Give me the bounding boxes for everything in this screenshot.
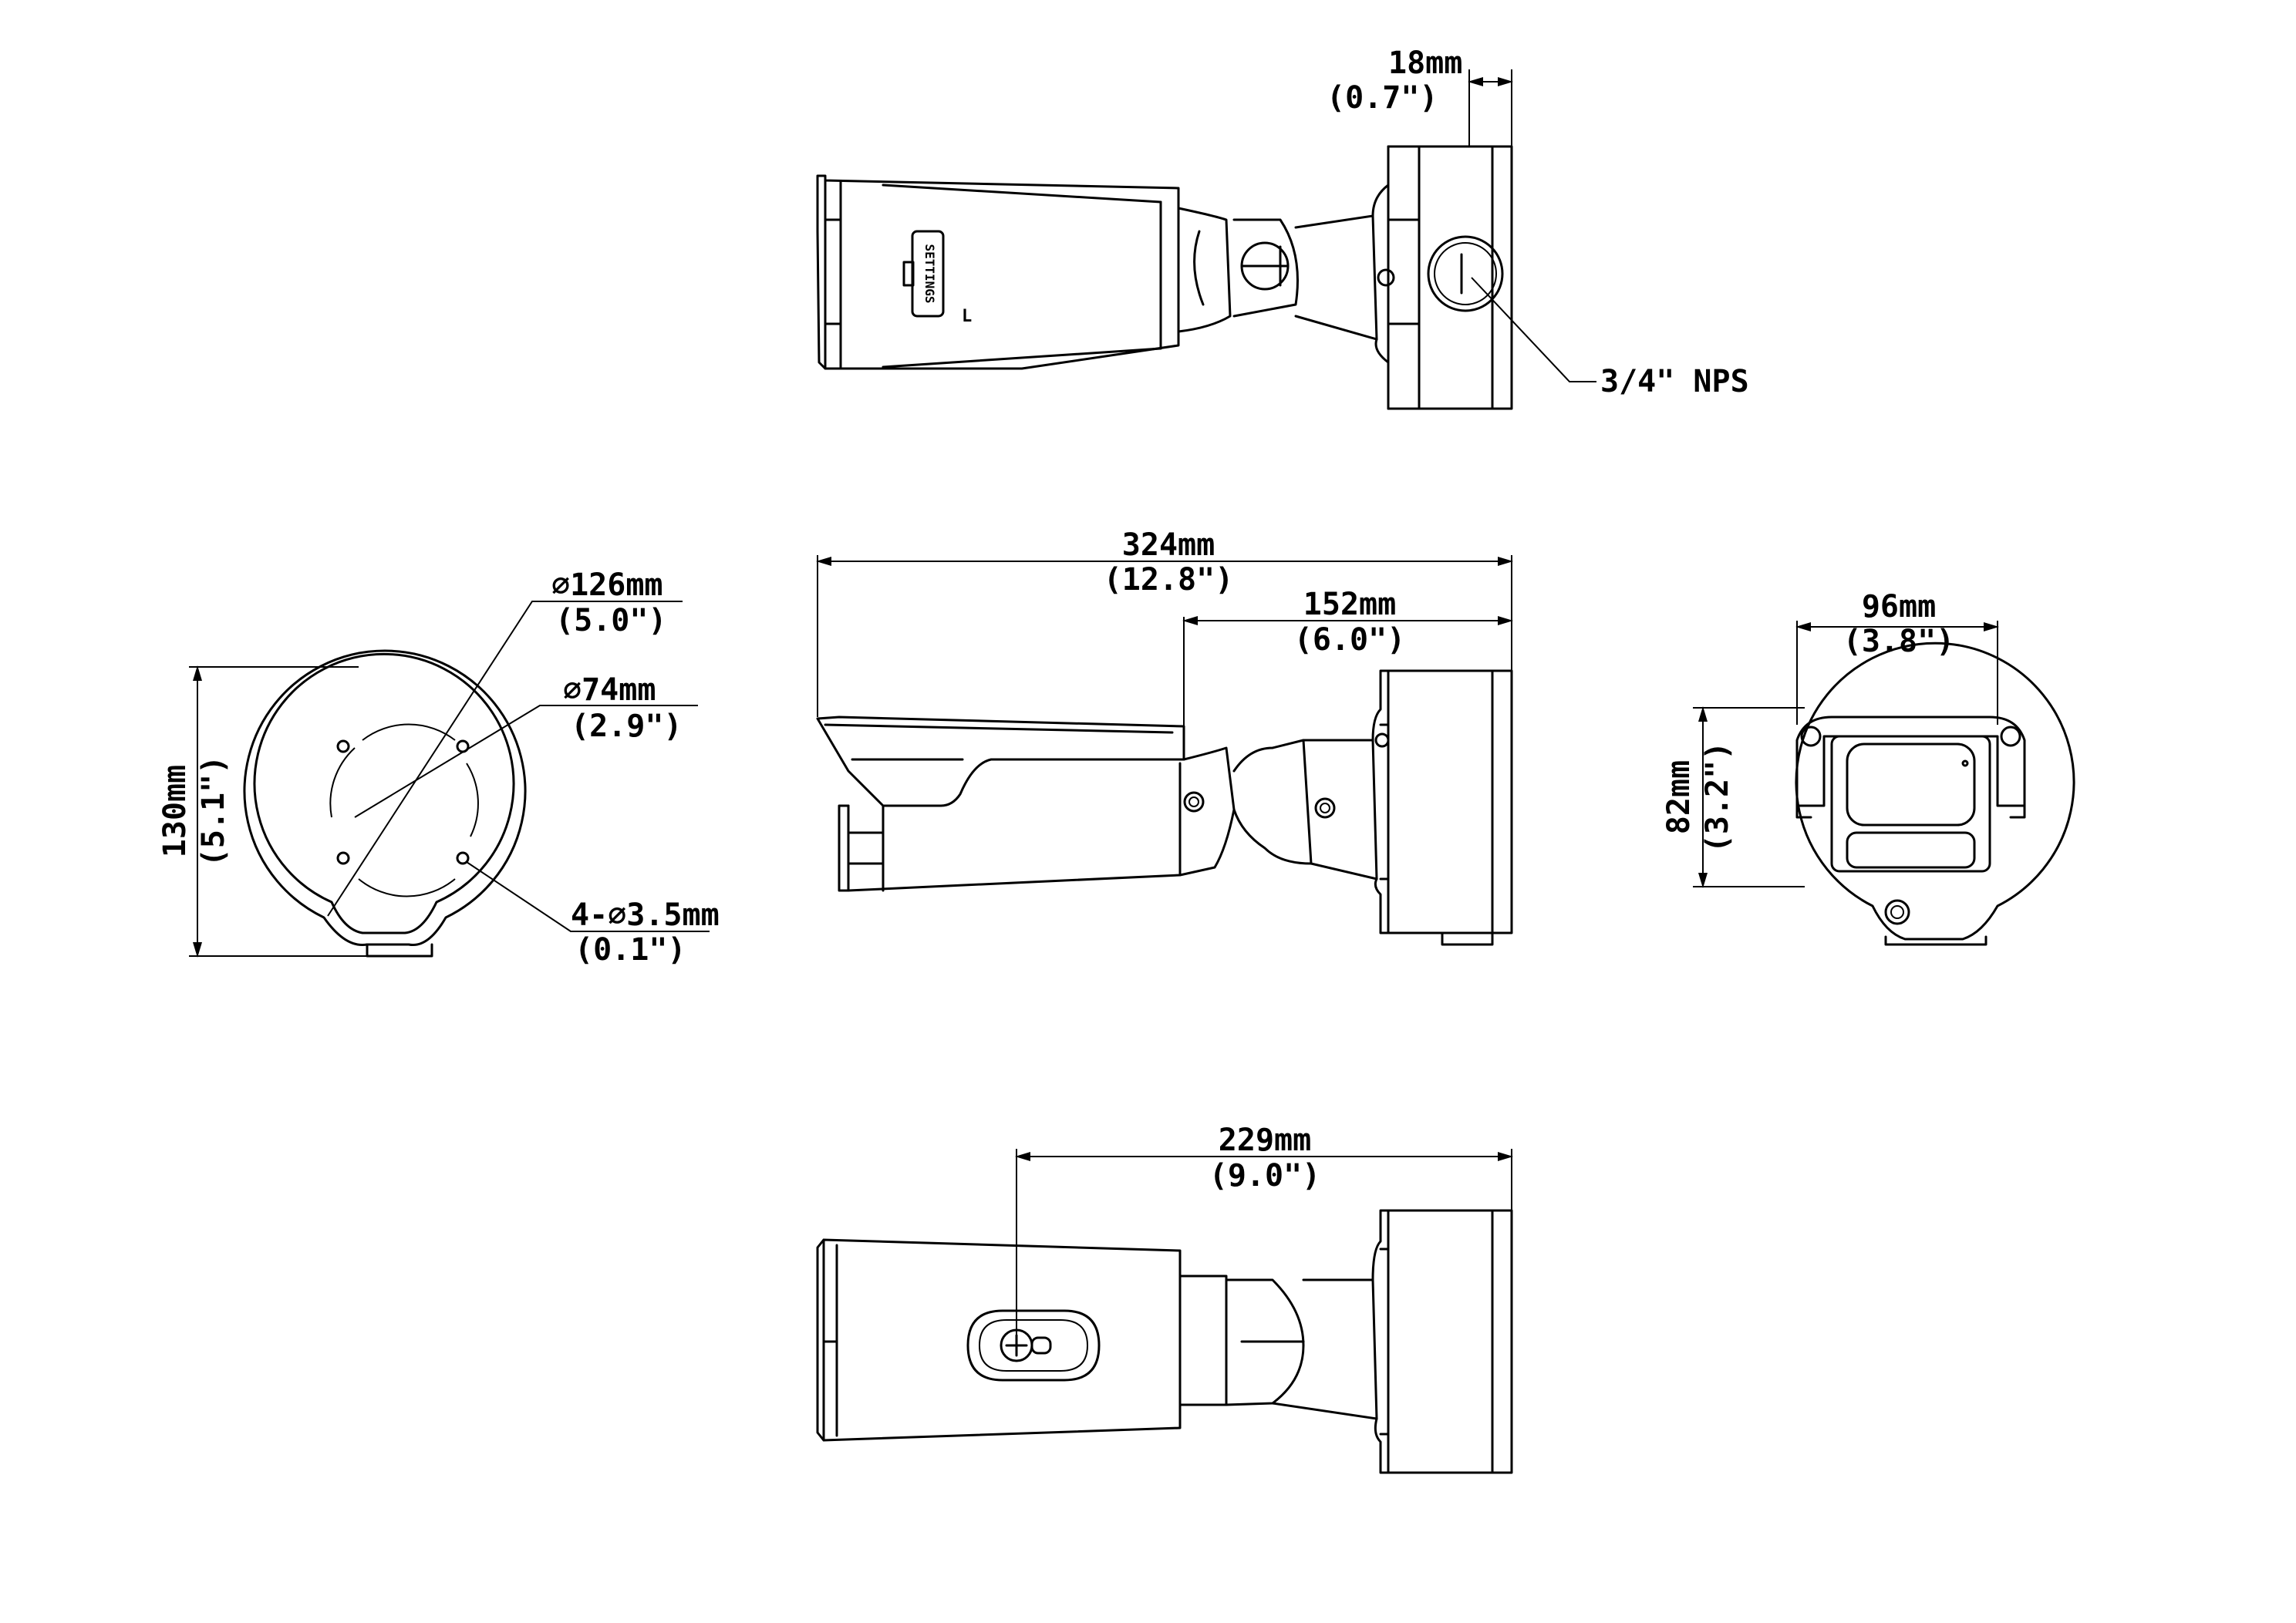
bottom-view: 229mm (9.0") bbox=[816, 1123, 1513, 1474]
l-label: L bbox=[962, 307, 972, 326]
bottom-length-in: (9.0") bbox=[1209, 1158, 1321, 1194]
side-view: 324mm (12.8") 152mm (6.0") bbox=[816, 527, 1513, 946]
settings-label: SETTINGS bbox=[922, 244, 937, 303]
top-width-dim-mm: 18mm bbox=[1388, 45, 1462, 81]
side-mount-in: (6.0") bbox=[1294, 622, 1406, 658]
front-view: 96mm (3.8") 82mm (3.2") bbox=[1661, 589, 2075, 946]
side-total-in: (12.8") bbox=[1104, 562, 1234, 598]
conduit-label: 3/4" NPS bbox=[1600, 364, 1749, 399]
base-holes-in: (0.1") bbox=[575, 932, 686, 968]
base-view: ∅126mm (5.0") ∅74mm (2.9") 4-∅3.5mm (0.1… bbox=[157, 567, 720, 968]
side-mount-mm: 152mm bbox=[1303, 587, 1396, 622]
base-outer-dia-in: (5.0") bbox=[555, 603, 667, 638]
base-bolt-dia-in: (2.9") bbox=[571, 709, 683, 744]
bottom-length-mm: 229mm bbox=[1219, 1123, 1311, 1158]
base-height-in: (5.1") bbox=[196, 756, 231, 867]
top-width-dim-in: (0.7") bbox=[1327, 80, 1438, 116]
front-width-in: (3.8") bbox=[1843, 624, 1955, 659]
base-bolt-dia-mm: ∅74mm bbox=[563, 672, 656, 708]
base-outer-dia-mm: ∅126mm bbox=[551, 567, 663, 603]
front-height-mm: 82mm bbox=[1661, 760, 1697, 834]
base-holes-mm: 4-∅3.5mm bbox=[571, 897, 720, 933]
top-view: SETTINGS L 18mm (0.7") 3/4" NPS bbox=[816, 45, 1749, 410]
front-height-in: (3.2") bbox=[1700, 742, 1735, 854]
front-width-mm: 96mm bbox=[1862, 589, 1936, 625]
side-total-mm: 324mm bbox=[1122, 527, 1215, 563]
base-height-mm: 130mm bbox=[157, 765, 193, 857]
